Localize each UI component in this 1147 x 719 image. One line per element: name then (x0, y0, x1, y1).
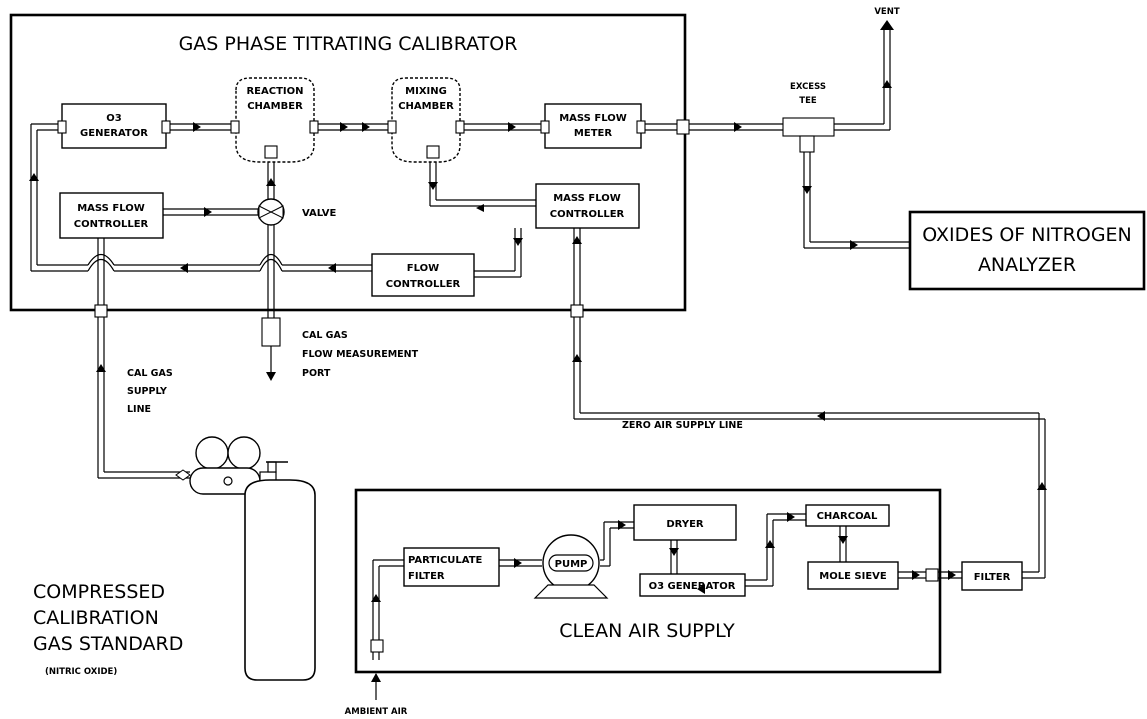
mass-flow-controller-right-box: MASS FLOW CONTROLLER (535, 183, 640, 229)
svg-text:CONTROLLER: CONTROLLER (74, 219, 149, 230)
svg-text:LINE: LINE (127, 404, 151, 415)
svg-text:TEE: TEE (799, 96, 817, 106)
tubing (30, 28, 1046, 660)
svg-text:GAS STANDARD: GAS STANDARD (33, 633, 183, 655)
analyzer-label-line1: OXIDES OF NITROGEN (922, 224, 1132, 246)
svg-text:PUMP: PUMP (555, 559, 588, 570)
crossovers (87, 253, 283, 272)
svg-text:CHAMBER: CHAMBER (398, 101, 454, 112)
svg-text:O3: O3 (106, 113, 122, 124)
reaction-chamber: REACTION CHAMBER (235, 77, 315, 163)
analyzer-frame (908, 210, 1146, 291)
svg-text:PARTICULATE: PARTICULATE (408, 555, 483, 566)
svg-text:FILTER: FILTER (408, 571, 445, 582)
excess-tee: EXCESS TEE (782, 82, 835, 153)
calibrator-title: GAS PHASE TITRATING CALIBRATOR (179, 33, 518, 55)
svg-text:SUPPLY: SUPPLY (127, 386, 167, 397)
svg-text:CHARCOAL: CHARCOAL (817, 511, 878, 522)
mass-flow-meter-box: MASS FLOW METER (544, 103, 642, 149)
particulate-filter-box: PARTICULATE FILTER (403, 547, 500, 587)
svg-text:VALVE: VALVE (302, 208, 337, 219)
svg-text:AMBIENT AIR: AMBIENT AIR (345, 707, 408, 717)
ambient-air: AMBIENT AIR (345, 673, 408, 717)
fittings (57, 119, 939, 653)
cylinder-label: COMPRESSED CALIBRATION GAS STANDARD (NIT… (33, 581, 183, 677)
svg-text:COMPRESSED: COMPRESSED (33, 581, 165, 603)
calibrator-frame (9, 13, 687, 312)
svg-text:REACTION: REACTION (246, 86, 303, 97)
dryer-box: DRYER (633, 504, 737, 541)
filter-box: FILTER (961, 561, 1023, 591)
svg-text:MASS FLOW: MASS FLOW (77, 203, 145, 214)
svg-text:MASS FLOW: MASS FLOW (559, 113, 627, 124)
cal-gas-supply-label: CAL GAS SUPPLY LINE (127, 368, 173, 415)
svg-text:PORT: PORT (302, 368, 331, 379)
svg-text:O3 GENERATOR: O3 GENERATOR (649, 581, 736, 592)
svg-text:METER: METER (574, 128, 612, 139)
svg-text:FLOW: FLOW (407, 263, 439, 274)
o3-generator-box: O3 GENERATOR (61, 103, 167, 149)
valve: VALVE (257, 198, 337, 226)
mass-flow-controller-left-box: MASS FLOW CONTROLLER (59, 192, 164, 239)
mixing-chamber: MIXING CHAMBER (391, 77, 461, 163)
flow-arrows (29, 80, 1047, 602)
svg-text:MASS FLOW: MASS FLOW (553, 193, 621, 204)
clean-air-title: CLEAN AIR SUPPLY (559, 620, 735, 642)
svg-text:FLOW MEASUREMENT: FLOW MEASUREMENT (302, 349, 419, 360)
svg-text:DRYER: DRYER (666, 519, 704, 530)
svg-text:VENT: VENT (874, 7, 899, 17)
cal-gas-port: CAL GAS FLOW MEASUREMENT PORT (261, 317, 419, 381)
svg-text:FILTER: FILTER (974, 572, 1011, 583)
gas-cylinder (175, 436, 316, 681)
svg-text:(NITRIC OXIDE): (NITRIC OXIDE) (45, 667, 117, 677)
svg-text:CAL GAS: CAL GAS (127, 368, 173, 379)
svg-text:CONTROLLER: CONTROLLER (550, 209, 625, 220)
zero-air-label: ZERO AIR SUPPLY LINE (622, 420, 743, 431)
charcoal-box: CHARCOAL (805, 504, 890, 527)
flow-controller-box: FLOW CONTROLLER (371, 253, 475, 297)
svg-text:CAL GAS: CAL GAS (302, 330, 348, 341)
o3-generator-2-box: O3 GENERATOR (639, 573, 746, 597)
svg-text:CHAMBER: CHAMBER (247, 101, 303, 112)
svg-text:EXCESS: EXCESS (790, 82, 826, 92)
svg-text:CALIBRATION: CALIBRATION (33, 607, 159, 629)
vent: VENT (874, 7, 900, 30)
clean-air-frame (354, 488, 942, 674)
mole-sieve-box: MOLE SIEVE (807, 561, 899, 590)
analyzer-label-line2: ANALYZER (978, 254, 1076, 276)
svg-text:GENERATOR: GENERATOR (80, 128, 148, 139)
svg-text:MOLE SIEVE: MOLE SIEVE (819, 571, 887, 582)
pump: PUMP (533, 534, 609, 599)
svg-text:CONTROLLER: CONTROLLER (386, 279, 461, 290)
svg-text:MIXING: MIXING (405, 86, 447, 97)
